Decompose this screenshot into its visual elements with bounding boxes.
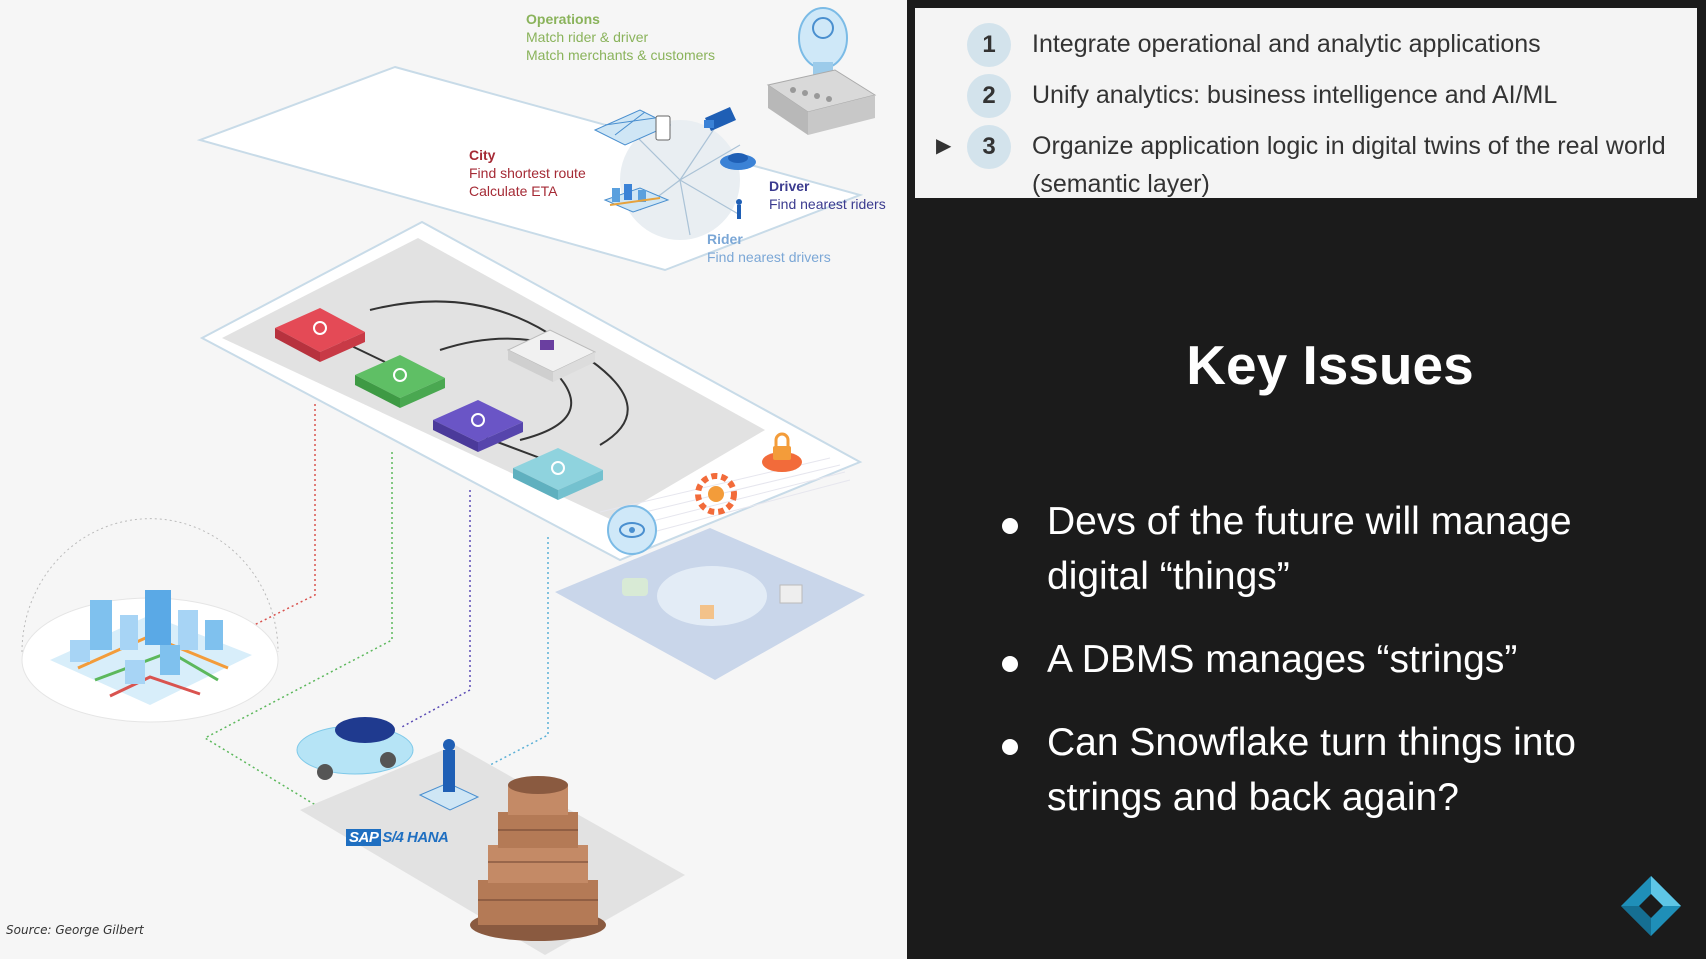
twin-box-driver (433, 400, 523, 452)
bullet-item: Can Snowflake turn things into strings a… (1000, 715, 1650, 825)
sap-logo-box: SAP (346, 829, 382, 846)
twin-model-area (222, 238, 765, 520)
driver-line: Find nearest riders (769, 196, 886, 212)
agenda-number-badge: 3 (967, 125, 1011, 169)
person-icon (418, 739, 480, 811)
diamond-logo-icon (1621, 876, 1681, 936)
driver-title: Driver (769, 178, 810, 194)
bullet-item: Devs of the future will manage digital “… (1000, 494, 1650, 604)
digital-twin-diagram (21, 7, 877, 955)
car-icon (720, 153, 756, 170)
agenda-number-badge: 2 (967, 74, 1011, 118)
city-blocks-icon (50, 590, 252, 705)
rider-title: Rider (707, 231, 743, 247)
eye-sphere-icon (607, 505, 657, 555)
city-line: Find shortest route (469, 165, 586, 181)
city-mini-icon (603, 184, 670, 213)
operations-title: Operations (526, 11, 600, 27)
city-label: City Find shortest route Calculate ETA (469, 146, 586, 200)
operations-label: Operations Match rider & driver Match me… (526, 10, 715, 64)
lightbulb-icon (766, 7, 877, 135)
agenda-text: Integrate operational and analytic appli… (1032, 30, 1541, 58)
city-dome (21, 518, 279, 653)
operations-line: Match merchants & customers (526, 47, 716, 63)
agenda-text: Unify analytics: business intelligence a… (1032, 81, 1558, 109)
operations-line: Match rider & driver (526, 29, 649, 45)
twin-box-rider (513, 448, 603, 500)
phone-icon (655, 115, 671, 141)
truck-icon (704, 107, 736, 131)
sap-logo-text: S/4 HANA (382, 829, 449, 846)
bullet-dot (1002, 739, 1018, 755)
driver-label: Driver Find nearest riders (769, 177, 886, 213)
bullet-item: A DBMS manages “strings” (1000, 632, 1650, 687)
slide-title: Key Issues (1186, 334, 1474, 396)
diagram-panel: Operations Match rider & driver Match me… (0, 0, 907, 959)
lock-icon (762, 432, 802, 472)
tower-of-babel-icon (470, 776, 606, 941)
car-tesla-icon (296, 717, 414, 780)
key-issues-list: Devs of the future will manage digital “… (1000, 494, 1650, 853)
city-connector (239, 404, 316, 633)
current-marker-icon: ▶ (936, 135, 952, 157)
source-credit: Source: George Gilbert (6, 923, 144, 937)
bullet-dot (1002, 518, 1018, 534)
city-title: City (469, 147, 496, 163)
rider-label: Rider Find nearest drivers (707, 230, 831, 266)
twin-box-company (506, 329, 597, 382)
driver-connector (399, 490, 471, 729)
agenda-text: Organize application logic in digital tw… (1032, 132, 1666, 198)
rider-connector (464, 537, 549, 779)
rider-line: Find nearest drivers (707, 249, 831, 265)
rider-person-icon (736, 199, 742, 219)
twin-box-operations (355, 355, 445, 408)
twin-box-city (275, 308, 365, 362)
bullet-text: Devs of the future will manage digital “… (1047, 500, 1572, 598)
bullet-text: Can Snowflake turn things into strings a… (1047, 721, 1576, 819)
agenda-number-badge: 1 (967, 23, 1011, 67)
bullet-dot (1002, 656, 1018, 672)
gear-icon (695, 473, 737, 515)
agenda-panel: 1 Integrate operational and analytic app… (915, 8, 1697, 198)
city-line: Calculate ETA (469, 183, 558, 199)
bullet-text: A DBMS manages “strings” (1047, 638, 1518, 681)
